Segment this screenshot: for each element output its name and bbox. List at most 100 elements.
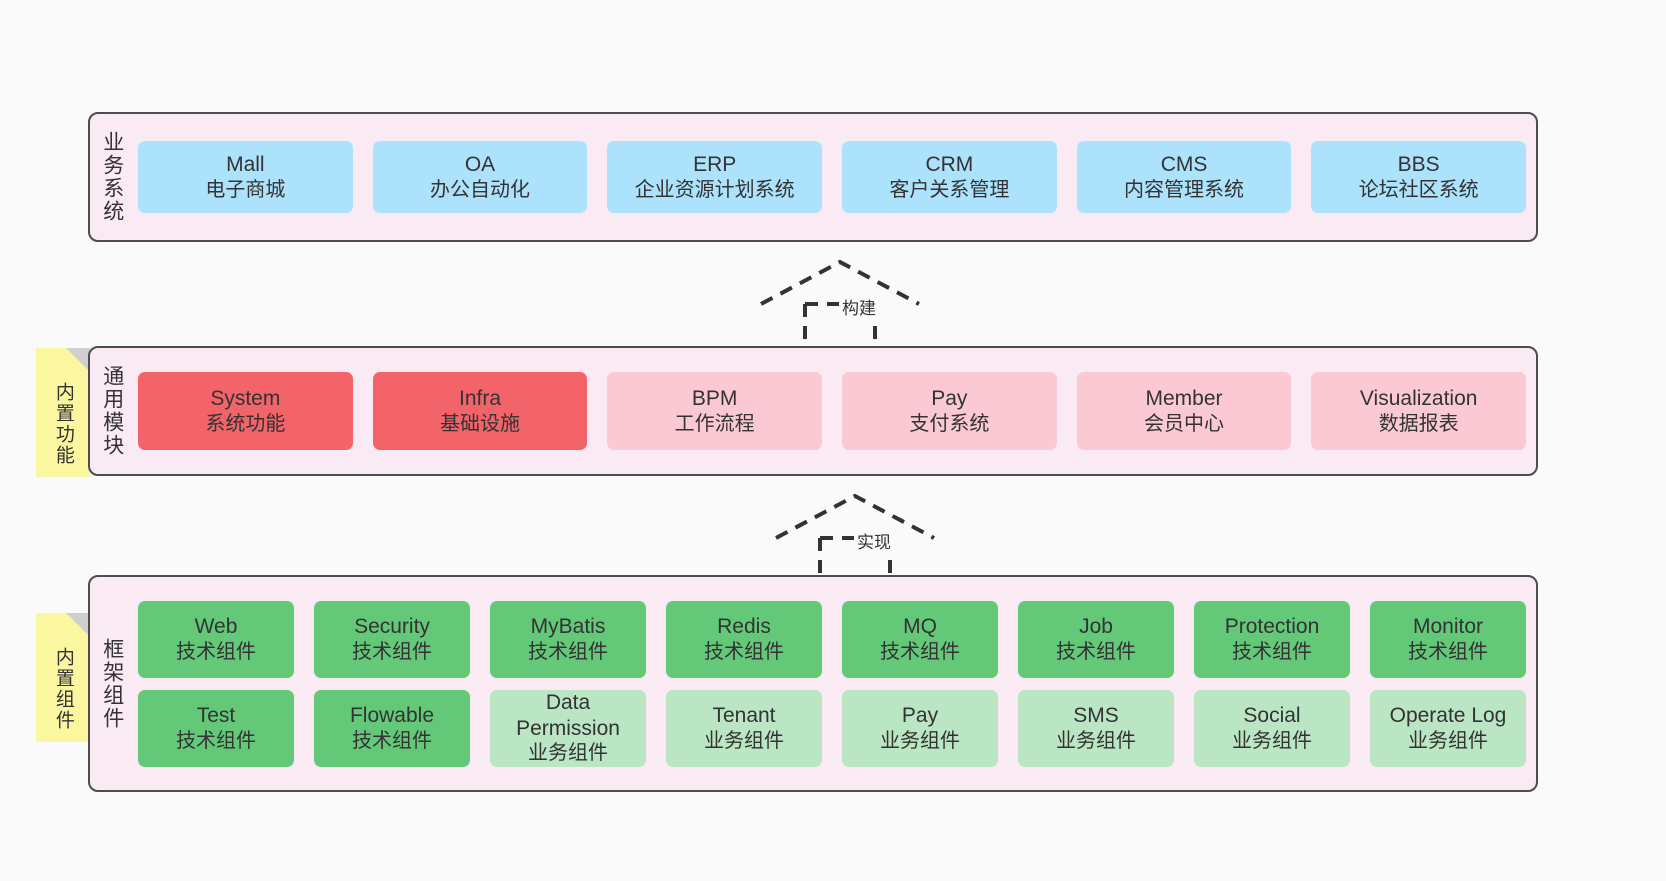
card-subtitle: 技术组件 [880, 640, 960, 663]
card-visualization[interactable]: Visualization 数据报表 [1311, 372, 1527, 450]
card-title: CRM [925, 153, 974, 176]
card-subtitle: 电子商城 [205, 178, 286, 201]
card-subtitle: 会员中心 [1144, 412, 1225, 435]
card-cms[interactable]: CMS 内容管理系统 [1076, 141, 1292, 213]
card-tenant[interactable]: Tenant 业务组件 [666, 689, 822, 767]
note-label: 内置功能 [52, 381, 74, 466]
card-sms[interactable]: SMS 业务组件 [1018, 689, 1174, 767]
card-title: BPM [691, 387, 738, 410]
card-oa[interactable]: OA 办公自动化 [372, 141, 588, 213]
card-data-permission[interactable]: Data Permission 业务组件 [490, 689, 646, 767]
card-title: Data Permission [516, 691, 620, 740]
card-pay-business[interactable]: Pay 业务组件 [842, 689, 998, 767]
card-subtitle: 业务组件 [1056, 729, 1136, 752]
card-title: Job [1079, 615, 1113, 638]
card-title: Infra [458, 387, 502, 410]
connector-label-build: 构建 [839, 294, 879, 319]
card-subtitle: 论坛社区系统 [1358, 178, 1479, 201]
card-test[interactable]: Test 技术组件 [138, 689, 294, 767]
card-protection[interactable]: Protection 技术组件 [1194, 600, 1350, 678]
card-title: Tenant [712, 704, 776, 727]
card-system[interactable]: System 系统功能 [138, 372, 353, 450]
layer-framework-components: 框架组件 Web 技术组件 Security 技术组件 MyBatis 技术组件… [88, 575, 1538, 792]
card-mq[interactable]: MQ 技术组件 [842, 600, 998, 678]
card-subtitle: 技术组件 [1408, 640, 1488, 663]
layer-title-common-modules: 通用模块 [100, 365, 124, 457]
card-title: Social [1243, 704, 1301, 727]
card-subtitle: 数据报表 [1378, 412, 1459, 435]
card-bpm[interactable]: BPM 工作流程 [607, 372, 823, 450]
card-monitor[interactable]: Monitor 技术组件 [1370, 600, 1526, 678]
card-row: Mall 电子商城 OA 办公自动化 ERP 企业资源计划系统 CRM 客户关系… [138, 141, 1527, 213]
card-title: MyBatis [530, 615, 606, 638]
card-security[interactable]: Security 技术组件 [314, 600, 470, 678]
card-title: Member [1145, 387, 1223, 410]
card-mybatis[interactable]: MyBatis 技术组件 [490, 600, 646, 678]
connector-implement: 实现 [770, 492, 940, 580]
card-title: Web [194, 615, 238, 638]
card-subtitle: 工作流程 [674, 412, 755, 435]
card-crm[interactable]: CRM 客户关系管理 [842, 141, 1057, 213]
card-row: Test 技术组件 Flowable 技术组件 Data Permission … [138, 689, 1526, 767]
card-title: CMS [1160, 153, 1208, 176]
card-job[interactable]: Job 技术组件 [1018, 600, 1174, 678]
card-subtitle: 系统功能 [205, 412, 286, 435]
card-mall[interactable]: Mall 电子商城 [138, 141, 353, 213]
card-subtitle: 业务组件 [1232, 729, 1312, 752]
note-built-in-components: 内置组件 [36, 613, 90, 742]
card-subtitle: 内容管理系统 [1124, 178, 1245, 201]
card-web[interactable]: Web 技术组件 [138, 600, 294, 678]
layer-title-business-system: 业务系统 [100, 131, 124, 223]
card-title: Operate Log [1389, 704, 1507, 727]
layer-body-common-modules: System 系统功能 Infra 基础设施 BPM 工作流程 Pay 支付系统… [134, 348, 1536, 474]
card-row: Web 技术组件 Security 技术组件 MyBatis 技术组件 Redi… [138, 600, 1526, 678]
card-title: Pay [901, 704, 939, 727]
note-label: 内置组件 [52, 646, 74, 731]
layer-body-framework-components: Web 技术组件 Security 技术组件 MyBatis 技术组件 Redi… [134, 577, 1536, 790]
layer-common-modules: 通用模块 System 系统功能 Infra 基础设施 BPM 工作流程 Pay… [88, 346, 1538, 476]
card-subtitle: 业务组件 [704, 729, 784, 752]
card-subtitle: 技术组件 [176, 640, 256, 663]
card-title: Redis [717, 615, 771, 638]
card-subtitle: 技术组件 [352, 640, 432, 663]
connector-label-implement: 实现 [854, 528, 894, 553]
card-title: ERP [693, 153, 737, 176]
card-pay[interactable]: Pay 支付系统 [842, 372, 1057, 450]
card-subtitle: 业务组件 [880, 729, 960, 752]
card-title: Protection [1224, 615, 1320, 638]
card-subtitle: 技术组件 [1056, 640, 1136, 663]
arrow-head-outline [760, 259, 920, 306]
card-erp[interactable]: ERP 企业资源计划系统 [607, 141, 823, 213]
card-subtitle: 技术组件 [528, 640, 608, 663]
card-flowable[interactable]: Flowable 技术组件 [314, 689, 470, 767]
card-redis[interactable]: Redis 技术组件 [666, 600, 822, 678]
card-bbs[interactable]: BBS 论坛社区系统 [1311, 141, 1527, 213]
card-subtitle: 技术组件 [1232, 640, 1312, 663]
note-fold-corner-icon [66, 348, 90, 372]
card-title: MQ [903, 615, 937, 638]
card-operate-log[interactable]: Operate Log 业务组件 [1370, 689, 1526, 767]
card-title: Flowable [349, 704, 435, 727]
card-social[interactable]: Social 业务组件 [1194, 689, 1350, 767]
card-infra[interactable]: Infra 基础设施 [372, 372, 588, 450]
card-subtitle: 基础设施 [440, 412, 520, 435]
card-subtitle: 技术组件 [176, 729, 256, 752]
note-built-in-features: 内置功能 [36, 348, 90, 477]
card-subtitle: 业务组件 [528, 742, 608, 765]
card-title: SMS [1073, 704, 1119, 727]
card-title: BBS [1397, 153, 1440, 176]
card-title: Monitor [1412, 615, 1484, 638]
card-subtitle: 办公自动化 [430, 178, 530, 201]
card-title: Mall [226, 153, 265, 176]
card-subtitle: 客户关系管理 [889, 178, 1010, 201]
card-title: OA [464, 153, 496, 176]
card-subtitle: 技术组件 [352, 729, 432, 752]
card-title: System [210, 387, 281, 410]
arrow-head-outline [775, 493, 935, 540]
note-fold-corner-icon [66, 613, 90, 637]
card-member[interactable]: Member 会员中心 [1076, 372, 1292, 450]
card-title: Security [354, 615, 430, 638]
card-subtitle: 技术组件 [704, 640, 784, 663]
layer-body-business-system: Mall 电子商城 OA 办公自动化 ERP 企业资源计划系统 CRM 客户关系… [134, 114, 1536, 240]
